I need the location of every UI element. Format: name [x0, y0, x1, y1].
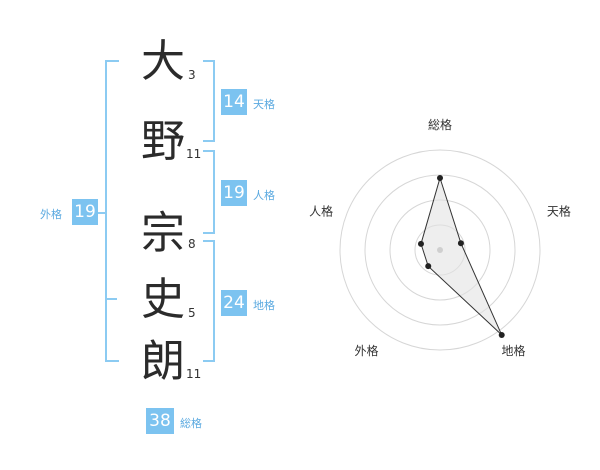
gaikaku-connector — [97, 212, 106, 214]
gaikaku-value-box: 19 — [72, 199, 98, 225]
soukaku-value-box: 38 — [146, 408, 174, 434]
stroke-count-4: 5 — [188, 306, 196, 320]
radar-axis-label: 地格 — [501, 343, 525, 358]
chikaku-value-box: 24 — [221, 290, 247, 316]
radar-point — [457, 240, 464, 247]
stroke-count-5: 11 — [186, 367, 202, 381]
jinkaku-bracket — [203, 150, 215, 234]
name-char-5: 朗 — [141, 336, 185, 387]
radar-axis-label: 天格 — [547, 203, 571, 218]
radar-axis-label: 人格 — [309, 203, 333, 218]
chikaku-bracket — [203, 240, 215, 362]
radar-polygon — [420, 176, 503, 336]
radar-point — [417, 240, 424, 247]
outer-bracket — [105, 60, 119, 362]
radar-point — [498, 331, 505, 338]
stroke-count-3: 8 — [188, 237, 196, 251]
name-char-1: 大 — [141, 36, 185, 87]
radar-point — [425, 263, 432, 270]
radar-ring — [339, 149, 541, 351]
tenkaku-bracket — [203, 60, 215, 142]
radar-axis-label: 総格 — [428, 117, 452, 132]
jinkaku-label: 人格 — [253, 189, 275, 202]
tenkaku-label: 天格 — [253, 98, 275, 111]
jinkaku-value-box: 19 — [221, 180, 247, 206]
radar-center-dot — [437, 247, 443, 253]
outer-bracket-tick — [105, 298, 117, 300]
name-char-3: 宗 — [141, 208, 185, 259]
radar-point — [437, 175, 443, 181]
soukaku-label: 総格 — [180, 417, 202, 430]
name-char-2: 野 — [141, 116, 185, 167]
gaikaku-label: 外格 — [40, 208, 62, 221]
chikaku-label: 地格 — [253, 299, 275, 312]
radar-axis-label: 外格 — [355, 343, 379, 358]
stroke-count-2: 11 — [186, 147, 202, 161]
name-char-4: 史 — [141, 274, 185, 325]
tenkaku-value-box: 14 — [221, 89, 247, 115]
stroke-count-1: 3 — [188, 68, 196, 82]
